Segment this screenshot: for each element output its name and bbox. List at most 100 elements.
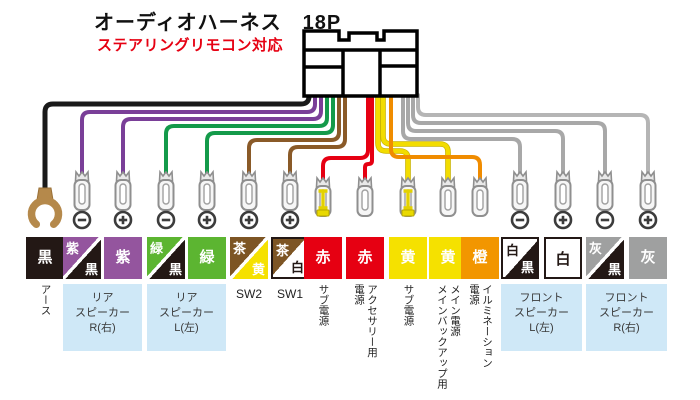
wire-color-text: 黄 [400,249,416,266]
figure-subtitle: ステアリングリモコン対応 [97,37,284,54]
group-caption-front-speaker-left: フロントスピーカー L(左) [501,284,582,351]
wire-accessory-power [363,93,374,182]
wire-label-rear-speaker-left-minus: 緑黒 [147,237,185,279]
polarity-plus-icon [113,210,133,230]
wire-label-front-speaker-left-plus: 白 [544,237,582,279]
wire-label-sub-power-red: 赤 [304,237,342,279]
wire-color-text: 紫 [115,249,131,266]
polarity-plus-icon [638,210,658,230]
caption-sub-power-yellow: サブ電源 [402,284,415,326]
wire-label-sw1: 茶白 [271,237,309,279]
wire-rear-speaker-left-minus [164,93,329,176]
caption-column: メインバックアップ用 [436,284,448,389]
caption-sw2: SW2 [235,287,262,301]
group-caption-line: スピーカー [514,307,569,319]
wire-color-text-bottom: 黄 [251,262,265,277]
wire-sw1 [288,93,347,176]
polarity-minus-icon [595,210,615,230]
wire-label-rear-speaker-right-minus: 紫黒 [63,237,101,279]
terminal-front-speaker-left-plus [554,169,572,211]
wire-color-text-bottom: 黒 [84,262,98,277]
terminal-rear-speaker-right-plus [114,169,132,211]
wire-color-text: 赤 [315,249,331,266]
caption-column: サブ電源 [402,284,415,326]
terminal-front-speaker-left-minus [511,169,529,211]
terminal-sub-power-red [314,175,332,217]
wire-main-power [381,93,450,182]
terminal-rear-speaker-left-minus [157,169,175,211]
polarity-minus-icon [156,210,176,230]
figure-title: オーディオハーネス 18P [94,12,342,34]
group-caption-line: スピーカー [599,307,654,319]
wire-color-text: 赤 [357,249,373,266]
wire-front-speaker-right-minus [411,93,607,176]
wire-color-text-top: 茶 [276,243,290,258]
wire-front-speaker-left-plus [406,93,565,176]
wire-color-text: 黄 [440,249,456,266]
group-caption-line: R(右) [613,322,640,334]
connector-18p [302,29,419,98]
terminal-front-speaker-right-plus [639,169,657,211]
group-caption-line: リア [175,292,198,304]
wire-label-sub-power-yellow: 黄 [389,237,427,279]
terminal-rear-speaker-left-plus [198,169,216,211]
wire-sw2 [247,93,341,176]
wire-label-front-speaker-left-minus: 白黒 [501,237,539,279]
caption-column: イルミネーション [481,284,493,368]
polarity-plus-icon [197,210,217,230]
wire-label-accessory-power: 赤 [346,237,384,279]
wire-color-text-bottom: 黒 [520,260,534,275]
group-caption-line: フロント [519,292,564,304]
wire-label-front-speaker-right-minus: 灰黒 [586,237,624,279]
caption-column: 電源 [353,284,365,305]
wire-color-text-top: 白 [506,243,520,258]
caption-earth: アース [39,284,52,316]
wire-color-text-top: 灰 [589,241,603,256]
wire-color-text: 白 [555,251,571,268]
wire-label-sw2: 茶黄 [230,237,268,279]
polarity-minus-icon [510,210,530,230]
wire-front-speaker-right-plus [416,93,650,176]
wire-color-text: 黒 [37,249,53,266]
wire-color-text: 緑 [199,249,215,266]
group-caption-line: L(左) [529,322,554,334]
caption-column: アクセサリー用 [366,284,378,358]
terminal-sub-power-yellow [399,175,417,217]
wire-label-rear-speaker-right-plus: 紫 [104,237,142,279]
terminal-sw1 [281,169,299,211]
polarity-minus-icon [72,210,92,230]
wire-color-text: 橙 [472,249,488,266]
polarity-plus-icon [553,210,573,230]
group-caption-line: スピーカー [159,307,214,319]
wire-color-text-bottom: 白 [290,260,304,275]
wire-earth [42,92,312,193]
wire-label-main-power: 黄 [429,237,467,279]
wire-label-illumination-power: 橙 [461,237,499,279]
caption-accessory-power: アクセサリー用電源 [352,284,378,358]
terminal-main-power [439,175,457,217]
wire-front-speaker-left-minus [401,93,522,176]
wire-label-rear-speaker-left-plus: 緑 [188,237,226,279]
group-caption-line: リア [91,292,114,304]
wire-rear-speaker-left-plus [205,93,335,176]
polarity-plus-icon [280,210,300,230]
wire-color-text-top: 緑 [150,241,164,256]
wire-label-front-speaker-right-plus: 灰 [629,237,667,279]
group-caption-rear-speaker-left: リアスピーカー L(左) [147,284,226,351]
caption-sw1: SW1 [276,287,303,301]
caption-column: 電源 [468,284,480,305]
terminal-sw2 [240,169,258,211]
caption-column: サブ電源 [317,284,330,326]
terminal-accessory-power [356,175,374,217]
terminal-illumination-power [471,175,489,217]
group-caption-line: L(左) [174,322,199,334]
caption-illumination-power: イルミネーション電源 [467,284,493,368]
wire-rear-speaker-right-plus [121,93,323,176]
terminal-rear-speaker-right-minus [73,169,91,211]
wire-color-text-bottom: 黒 [168,262,182,277]
caption-main-power: メイン電源メインバックアップ用 [435,284,461,389]
polarity-plus-icon [239,210,259,230]
